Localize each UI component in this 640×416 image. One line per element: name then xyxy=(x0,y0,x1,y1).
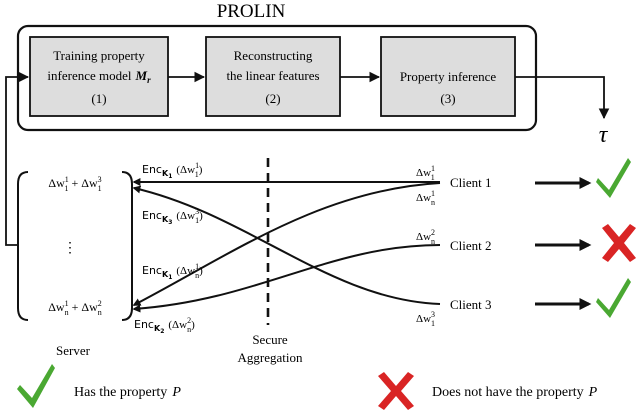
server-bracket-left xyxy=(17,171,29,321)
secure-label-line1: Secure xyxy=(252,332,288,347)
legend-cross-icon xyxy=(378,372,414,410)
flow-client2-to-bottom xyxy=(132,244,441,313)
stage-2: Reconstructing the linear features (2) xyxy=(205,36,341,117)
secure-label-line2: Aggregation xyxy=(238,350,303,365)
prolin-outer-box xyxy=(16,24,538,132)
client-1-label: Client 1 xyxy=(450,175,492,190)
server-feed-line xyxy=(5,71,30,246)
stage-2-line2: the linear features xyxy=(226,68,319,83)
stage-3: Property inference (3) xyxy=(380,36,516,117)
agg-dots: ⋮ xyxy=(63,241,77,256)
legend-check-icon xyxy=(17,364,55,408)
stage-1-num: (1) xyxy=(91,91,106,106)
server-bracket-right xyxy=(121,171,133,321)
stage-1-line1: Training property xyxy=(53,48,145,63)
client-3-label: Client 3 xyxy=(450,297,492,312)
stage-3-line1: Property inference xyxy=(400,69,497,84)
stage-2-line1: Reconstructing xyxy=(234,48,313,63)
stage-1-box xyxy=(29,36,169,117)
output-tau: τ xyxy=(599,122,609,148)
check-icon xyxy=(596,158,631,198)
check-icon xyxy=(596,278,631,318)
arrow-to-output xyxy=(515,76,610,120)
stage-2-num: (2) xyxy=(265,91,280,106)
stage-3-num: (3) xyxy=(440,91,455,106)
flow-client3-to-top xyxy=(132,185,441,305)
stage-2-box xyxy=(205,36,341,117)
flow-client1-to-bottom xyxy=(132,182,441,306)
client-2-label: Client 2 xyxy=(450,238,492,253)
server-label: Server xyxy=(56,343,91,358)
cross-icon xyxy=(602,224,636,262)
prolin-title: PROLIN xyxy=(217,1,286,22)
